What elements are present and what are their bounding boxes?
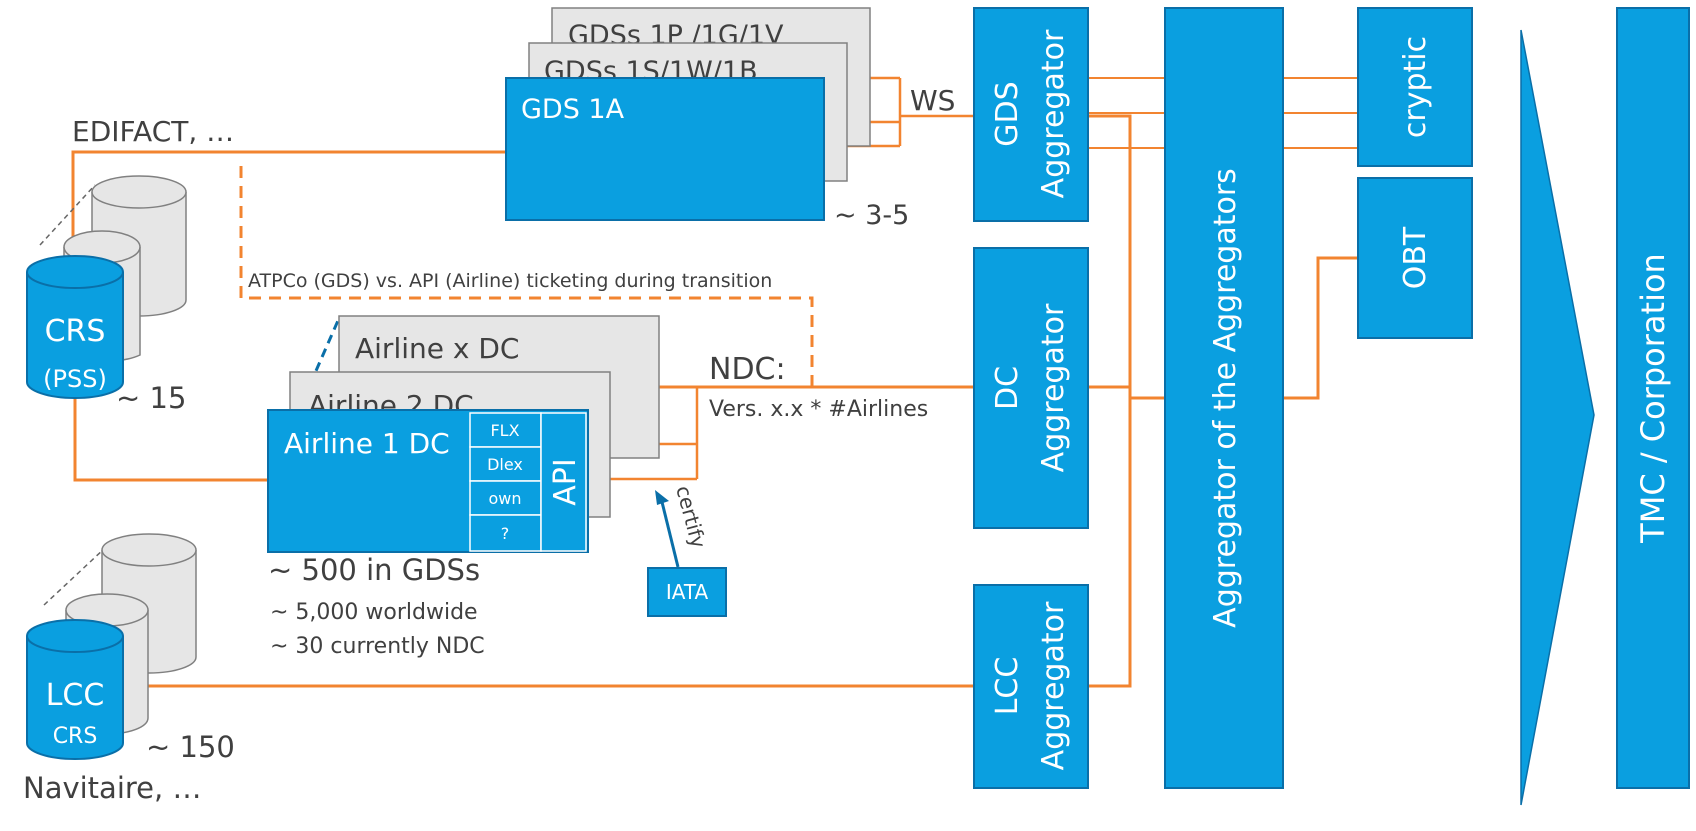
meta-aggregator[interactable]: Aggregator of the Aggregators xyxy=(1164,7,1284,789)
crs-dashed-link xyxy=(39,184,96,246)
certify-label: certify xyxy=(671,483,711,551)
lcc-aggregator[interactable]: LCC Aggregator xyxy=(973,584,1089,789)
crs-airline-line xyxy=(73,396,268,482)
lcc-front-cylinder-top xyxy=(26,619,124,653)
iata-label: IATA xyxy=(666,580,709,604)
tmc-label: TMC / Corporation xyxy=(1634,253,1672,544)
option-flx-label: FLX xyxy=(490,421,519,440)
crs-label: CRS xyxy=(45,314,106,349)
airline-options: FLX Dlex own ? xyxy=(469,412,542,552)
gds-aggregator-line-2: Aggregator xyxy=(1036,29,1071,198)
obt-box[interactable] xyxy=(1357,177,1473,339)
iata-group: certify IATA xyxy=(647,483,727,617)
dc-aggregator-box[interactable] xyxy=(973,247,1089,529)
transition-label: ATPCo (GDS) vs. API (Airline) ticketing … xyxy=(248,270,772,292)
dc-aggregator-line-1: DC xyxy=(990,366,1025,410)
gds-aggregator-line-1: GDS xyxy=(990,81,1025,146)
meta-aggregator-box[interactable] xyxy=(1164,7,1284,789)
crs-sub-label: (PSS) xyxy=(43,365,107,393)
gds-count: ~ 3-5 xyxy=(834,200,909,231)
cryptic-label: cryptic xyxy=(1398,36,1433,138)
lcc-count: ~ 150 xyxy=(146,730,235,764)
lcc-aggregator-line-2: Aggregator xyxy=(1036,601,1071,770)
meta-aggregator-label: Aggregator of the Aggregators xyxy=(1208,168,1243,628)
tmc-box[interactable] xyxy=(1616,7,1690,789)
dc-aggregator[interactable]: DC Aggregator xyxy=(973,247,1089,529)
obt-label: OBT xyxy=(1398,226,1433,289)
certify-arrow-head xyxy=(655,490,669,505)
lcc-vendor: Navitaire, … xyxy=(23,771,201,805)
gds-1a-label: GDS 1A xyxy=(521,94,625,125)
airline-stack: Airline x DC Airline 2 DC Airline 1 DC F… xyxy=(267,315,660,553)
lcc-database-stack: LCC CRS xyxy=(26,533,197,760)
lcc-back-cylinder-top xyxy=(101,533,197,567)
option-unknown-label: ? xyxy=(501,524,510,543)
lcc-label: LCC xyxy=(46,678,105,713)
gds-agg-out xyxy=(1088,114,1132,688)
iata-box[interactable] xyxy=(647,567,727,617)
gds-aggregator-box[interactable] xyxy=(973,7,1089,222)
option-dlex-box[interactable] xyxy=(469,446,542,482)
gds-1a-box[interactable] xyxy=(505,77,825,221)
edifact-label: EDIFACT, … xyxy=(72,115,234,148)
crs-back-cylinder-top xyxy=(91,175,187,209)
gds-stack: GDSs 1P /1G/1V GDSs 1S/1W/1B GDS 1A xyxy=(505,7,871,221)
lcc-front-cylinder xyxy=(26,636,124,760)
ndc-sub: Vers. x.x * #Airlines xyxy=(709,397,928,422)
option-unknown-box[interactable] xyxy=(469,514,542,552)
tmc-corporation[interactable]: TMC / Corporation xyxy=(1616,7,1690,789)
airline-1-label: Airline 1 DC xyxy=(284,427,450,460)
airline-x-label: Airline x DC xyxy=(355,332,519,365)
airline-stat-gds: ~ 500 in GDSs xyxy=(268,553,480,587)
option-own-label: own xyxy=(488,489,521,508)
airline-stat-worldwide: ~ 5,000 worldwide xyxy=(270,600,478,625)
option-own-box[interactable] xyxy=(469,480,542,516)
lcc-aggregator-box[interactable] xyxy=(973,584,1089,789)
crs-count: ~ 15 xyxy=(116,381,186,415)
option-dlex-label: Dlex xyxy=(487,455,523,474)
obt-line xyxy=(1283,256,1358,400)
option-flx-box[interactable] xyxy=(469,412,542,448)
ws-label: WS xyxy=(910,84,955,117)
lcc-dashed-link xyxy=(43,547,106,606)
crs-database-stack: CRS (PSS) xyxy=(26,175,187,399)
cryptic-box[interactable] xyxy=(1357,7,1473,167)
ndc-title: NDC: xyxy=(709,352,786,387)
certify-arrow-shaft xyxy=(660,501,680,568)
gds-aggregator[interactable]: GDS Aggregator xyxy=(973,7,1089,222)
cryptic-channel[interactable]: cryptic xyxy=(1357,7,1473,167)
flow-chevron xyxy=(1520,29,1595,806)
api-label: API xyxy=(548,458,583,505)
crs-front-cylinder-top xyxy=(26,255,124,289)
lcc-sub-label: CRS xyxy=(53,724,98,749)
transition-dashed-line xyxy=(239,166,814,387)
airline-stat-ndc: ~ 30 currently NDC xyxy=(270,634,485,659)
crs-front-cylinder xyxy=(26,272,124,399)
obt-channel[interactable]: OBT xyxy=(1357,177,1473,339)
dc-aggregator-line-2: Aggregator xyxy=(1036,303,1071,472)
api-box[interactable] xyxy=(540,412,587,552)
lcc-aggregator-line-1: LCC xyxy=(990,657,1025,716)
